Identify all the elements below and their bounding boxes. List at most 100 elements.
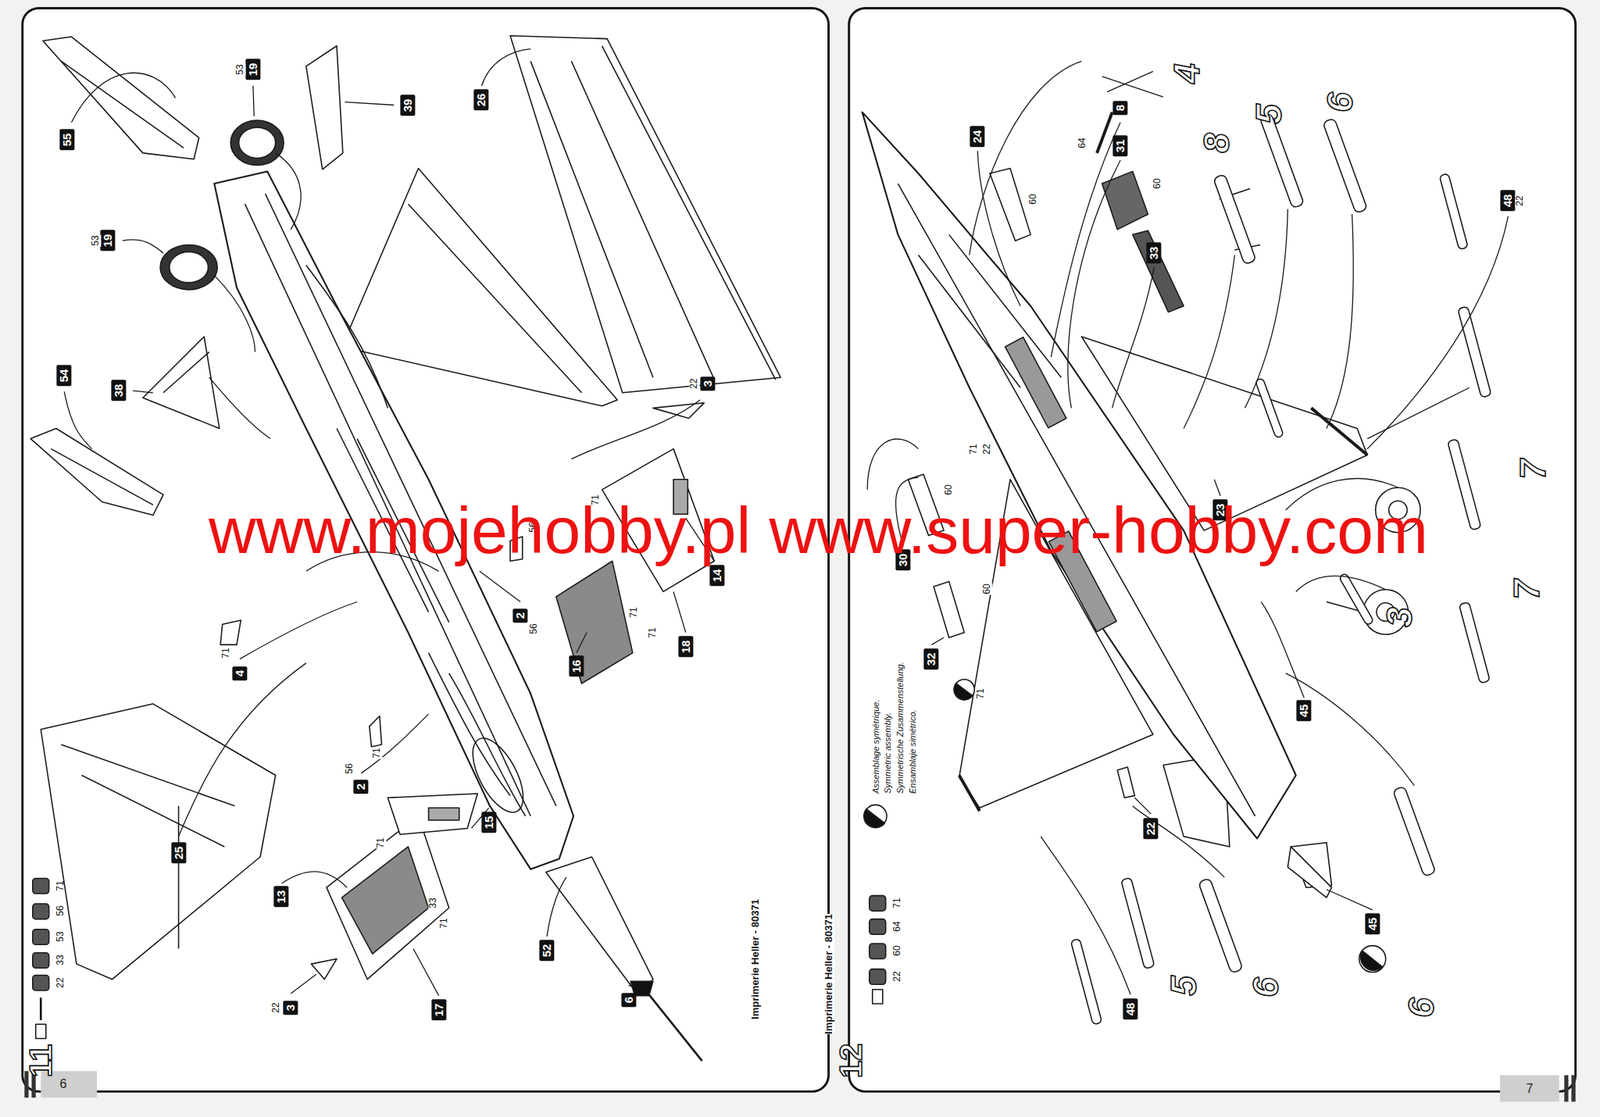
symbols-part [1360,950,1383,971]
step-number: 12 [833,1043,868,1079]
symbols-part [953,679,975,700]
aircraft-left-part [81,775,225,847]
paint-pots-part [872,989,883,1004]
printer-credit: Imprimerie Heller - 80371 [822,914,834,1035]
aircraft-left-part [369,716,383,747]
missiles-part [1213,174,1257,265]
callout-text: 13 [275,890,289,904]
page-number: 7 [1525,1082,1533,1097]
aircraft-left-part [546,857,654,995]
paint-code: 71 [439,917,450,929]
callout-number: 14 [710,564,725,586]
leader-lines-right-part [1244,209,1288,409]
paint-code: 53 [90,235,101,247]
callout-number: 25 [171,842,186,865]
leader-lines-right-part [1260,602,1304,699]
paint-legend-code: 71 [56,880,67,891]
callout-number: 2 [353,779,369,794]
paint-pots [32,878,886,1039]
option-number: 4 [1167,63,1208,84]
missiles-part [1457,306,1492,398]
assembly-note: Symmetrische Zusammenstellung. [895,661,905,794]
leader-lines-left-part [275,153,301,230]
callout-text: 33 [1147,246,1161,261]
aircraft-right-part [1005,337,1067,429]
callout-number: 48 [1500,190,1516,212]
paint-code: 71 [376,836,387,849]
paint-pots-part [869,969,886,986]
paint-code: 22 [689,377,700,390]
aircraft-left-part [306,265,450,623]
callout-text: 3 [284,1004,298,1011]
missiles-part [1070,939,1102,1025]
callout-number: 2 [512,607,528,622]
aircraft-right-part [1310,407,1368,455]
option-number: 3 [1378,607,1419,628]
missiles-part [1121,877,1155,969]
symbols-part [864,804,887,828]
option-number: 6 [1245,978,1286,999]
paint-code: 71 [976,687,987,700]
callout-text: 31 [1113,139,1127,153]
callout-number: 45 [1364,914,1380,936]
leader-lines-right-part [931,637,944,645]
callout-text: 3 [701,380,715,387]
callout-text: 54 [57,368,72,383]
option-number: 5 [1164,975,1204,997]
callout-text: 19 [246,62,260,76]
callout-number: 13 [274,886,290,908]
callout-text: 38 [111,384,125,398]
leader-lines-left-part [281,871,347,888]
aircraft-left-part [306,46,343,170]
callout-number: 18 [678,636,693,658]
callout-number: 54 [57,364,72,386]
leader-lines-left-part [673,591,686,633]
page-number: 6 [60,1078,68,1093]
paint-legend-code: 33 [56,954,67,965]
paint-pots-part [32,878,50,894]
paint-pots-part [869,896,886,912]
missiles-part [1339,572,1375,625]
callout-text: 45 [1297,704,1311,718]
callout-number: 4 [232,666,247,681]
leader-lines-right-part [1050,122,1121,358]
paint-legend-code: 56 [56,906,67,917]
option-number: 5 [1248,103,1289,125]
paint-pots-part [32,903,50,920]
callout-text: 4 [232,670,247,677]
paint-pots-part [869,919,886,936]
symbols-part [864,809,886,829]
callout-text: 55 [60,133,75,147]
callout-text: 24 [971,130,985,144]
leader-lines-right-part [867,439,918,490]
aircraft-left-part [60,60,184,148]
option-number: 6 [1401,998,1442,1019]
leader-lines-right-part [1367,387,1470,439]
callout-text: 2 [354,783,368,790]
symbols [864,679,1386,973]
paint-code: 60 [1028,192,1040,205]
aircraft-left-part [407,203,582,393]
option-number: 6 [1320,92,1361,113]
paint-legend-code: 60 [892,946,904,957]
callout-text: 15 [482,815,496,829]
missiles-part [1287,846,1332,898]
callout-number: 26 [474,89,490,111]
callout-number: 3 [700,376,716,391]
leader-lines-left-part [546,877,567,937]
leader-lines-right-part [1134,797,1151,815]
leader-lines-left-part [571,400,700,460]
leader-lines-left-part [132,390,154,393]
paint-legend-code: 53 [56,931,67,942]
missiles-part [1439,173,1468,250]
aircraft-left-part [30,428,164,515]
aircraft-left-part [40,703,275,980]
leader-lines-left-part [344,102,394,106]
aircraft-left-part [142,336,220,429]
leader-lines-right-part [1326,214,1354,429]
aircraft-left-part [310,959,337,980]
page-frames-part [1571,1075,1575,1102]
paint-code: 71 [969,442,980,455]
callout-text: 18 [678,640,693,654]
